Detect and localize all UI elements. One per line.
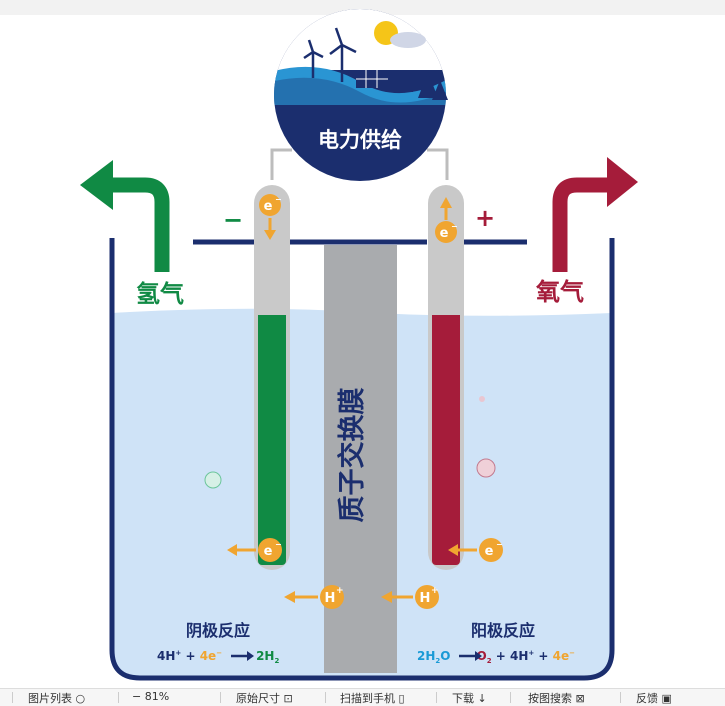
anode-title: 阳极反应 xyxy=(471,621,535,640)
plus-sign: + xyxy=(475,204,495,232)
toolbar-separator xyxy=(436,692,437,703)
svg-text:H: H xyxy=(325,591,336,606)
minus-sign: − xyxy=(223,206,243,234)
bubble xyxy=(204,471,222,489)
oxygen-label: 氧气 xyxy=(536,278,584,306)
solar-panel-icon xyxy=(356,70,413,92)
electrolysis-diagram: 质子交换膜 xyxy=(80,9,638,681)
toolbar-separator xyxy=(620,692,621,703)
electron-top-left: e − xyxy=(259,194,282,240)
bubble xyxy=(479,396,485,402)
svg-text:e: e xyxy=(264,544,273,559)
wind-turbine-icon xyxy=(303,27,357,82)
electron-bottom-left: e − xyxy=(227,538,282,562)
viewer-toolbar: 图片列表 ○ − 81% 原始尺寸 ⊡ 扫描到手机 ▯ 下载 ↓ 按图搜索 ⊠ … xyxy=(0,688,725,706)
wire-left xyxy=(270,148,292,180)
feedback-button[interactable]: 反馈 ▣ xyxy=(636,692,672,705)
hydrogen-label: 氢气 xyxy=(136,280,184,308)
top-strip xyxy=(0,0,725,15)
cathode-title: 阴极反应 xyxy=(186,621,250,640)
svg-text:e: e xyxy=(440,226,449,241)
svg-text:−: − xyxy=(275,540,282,549)
svg-text:−: − xyxy=(496,540,503,549)
power-supply-badge: 电力供给 xyxy=(274,9,448,181)
electron-bottom-right: e − xyxy=(448,538,503,562)
proton-right: H + xyxy=(381,585,439,609)
download-button[interactable]: 下载 ↓ xyxy=(452,692,487,705)
anode-equation: 2H2OO2 + 4H+ + 4e− xyxy=(417,649,575,665)
image-list-button[interactable]: 图片列表 ○ xyxy=(28,692,86,705)
scan-to-phone-button[interactable]: 扫描到手机 ▯ xyxy=(340,692,405,705)
original-size-button[interactable]: 原始尺寸 ⊡ xyxy=(236,692,293,705)
toolbar-separator xyxy=(325,692,326,703)
tree-icon xyxy=(418,72,448,100)
oxygen-arrow xyxy=(552,157,638,272)
svg-text:e: e xyxy=(264,199,273,214)
toolbar-separator xyxy=(510,692,511,703)
tank-outline xyxy=(109,238,615,681)
svg-text:+: + xyxy=(336,586,344,596)
toolbar-separator xyxy=(12,692,13,703)
toolbar-separator xyxy=(220,692,221,703)
zoom-control[interactable]: − 81% xyxy=(132,690,170,703)
electron-top-right: e − xyxy=(435,197,458,243)
svg-text:−: − xyxy=(451,222,458,231)
svg-text:e: e xyxy=(485,544,494,559)
svg-text:−: − xyxy=(275,195,282,204)
cathode-arrow xyxy=(231,651,254,661)
proton-left: H + xyxy=(284,585,344,609)
svg-text:+: + xyxy=(431,586,439,596)
hydrogen-arrow xyxy=(80,160,170,272)
wire-right xyxy=(427,148,449,180)
membrane-label: 质子交换膜 xyxy=(336,388,368,523)
cathode-equation: 4H+ + 4e−2H2 xyxy=(157,649,279,665)
toolbar-separator xyxy=(118,692,119,703)
anode-arrow xyxy=(459,651,482,661)
bubble xyxy=(476,458,496,478)
anode-electrode xyxy=(428,185,464,570)
cathode-electrode xyxy=(254,185,290,570)
power-supply-label: 电力供给 xyxy=(318,128,402,152)
svg-text:H: H xyxy=(420,591,431,606)
search-by-image-button[interactable]: 按图搜索 ⊠ xyxy=(528,692,585,705)
